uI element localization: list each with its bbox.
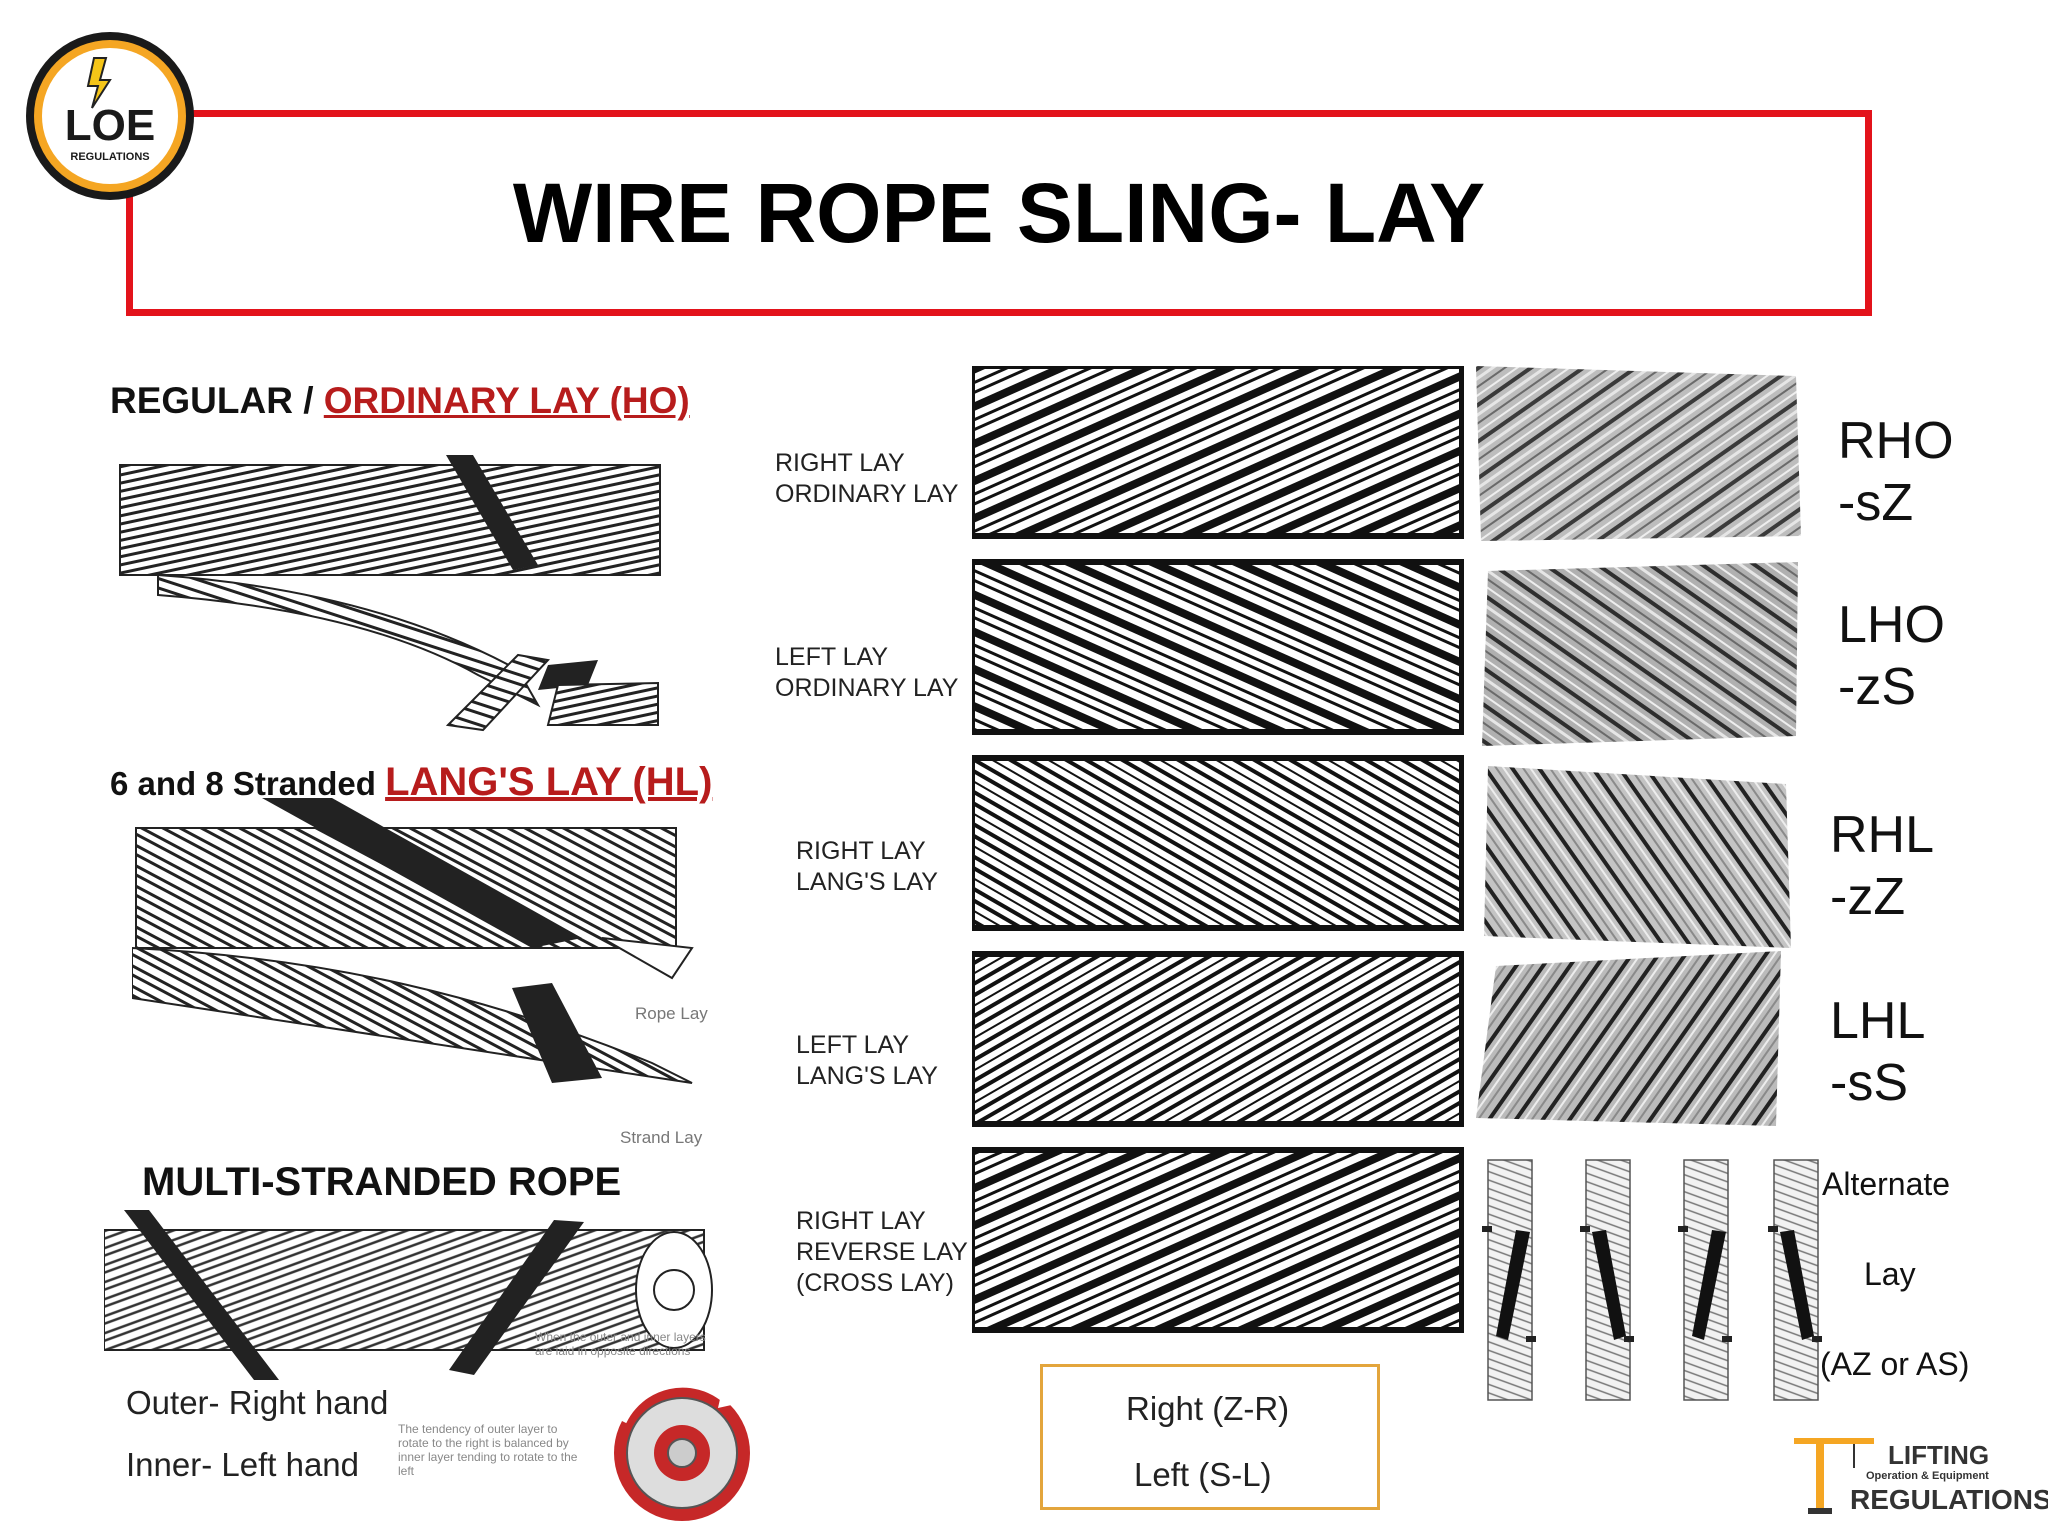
alternate-lay-sketches xyxy=(1478,1140,1828,1410)
multi-stranded-heading: MULTI-STRANDED ROPE xyxy=(142,1160,622,1204)
page-title: WIRE ROPE SLING- LAY xyxy=(512,166,1486,260)
ordinary-lay-prefix: REGULAR / xyxy=(110,380,324,421)
lay-label-cross: RIGHT LAY REVERSE LAY (CROSS LAY) xyxy=(796,1206,968,1299)
langs-lay-heading: 6 and 8 Stranded LANG'S LAY (HL) xyxy=(110,760,712,805)
footer-logo-line1: LIFTING xyxy=(1888,1440,1990,1470)
langs-lay-highlight: LANG'S LAY (HL) xyxy=(385,760,713,804)
lay-code-rho: RHO -sZ xyxy=(1838,410,1954,534)
logo-subtext: REGULATIONS xyxy=(70,151,149,163)
cross-section-icon xyxy=(604,1382,760,1524)
ordinary-lay-heading: REGULAR / ORDINARY LAY (HO) xyxy=(110,380,690,422)
strand-lay-caption: Strand Lay xyxy=(620,1128,703,1147)
lay-label-lhl-line1: LEFT LAY xyxy=(796,1031,910,1059)
lay-code-rhl-1: RHL xyxy=(1830,806,1935,864)
lay-label-rho-line1: RIGHT LAY xyxy=(775,449,905,477)
lay-code-rho-2: -sZ xyxy=(1838,474,1914,532)
lay-label-cross-line3: (CROSS LAY) xyxy=(796,1269,954,1297)
lay-label-cross-line1: RIGHT LAY xyxy=(796,1207,926,1235)
inner-hand-label: Inner- Left hand xyxy=(126,1446,359,1483)
lay-code-rho-1: RHO xyxy=(1838,412,1954,470)
multi-stranded-note: When the outer and inner layers are laid… xyxy=(535,1330,706,1358)
alternate-lay-line2: Lay xyxy=(1864,1256,1916,1292)
alternate-lay-line3: (AZ or AS) xyxy=(1820,1346,1970,1382)
footer-logo-line2: Operation & Equipment xyxy=(1866,1470,1989,1482)
ordinary-lay-illustration xyxy=(118,455,678,735)
lay-label-lhl: LEFT LAY LANG'S LAY xyxy=(796,1030,938,1092)
lay-label-cross-line2: REVERSE LAY xyxy=(796,1238,968,1266)
lay-label-rhl-line1: RIGHT LAY xyxy=(796,837,926,865)
lay-label-lho-line1: LEFT LAY xyxy=(775,643,889,671)
rope-photos-column xyxy=(1476,366,1806,1126)
lay-code-lho: LHO -zS xyxy=(1838,594,1945,718)
langs-lay-illustration xyxy=(132,798,772,1098)
lay-code-rhl: RHL -zZ xyxy=(1830,804,1934,928)
legend-left: Left (S-L) xyxy=(1134,1456,1272,1493)
lay-label-lhl-line2: LANG'S LAY xyxy=(796,1062,938,1090)
lay-code-rhl-2: -zZ xyxy=(1830,868,1906,926)
direction-legend xyxy=(1040,1364,1380,1510)
lay-label-rho: RIGHT LAY ORDINARY LAY xyxy=(775,448,958,510)
logo-text: LOE xyxy=(65,101,155,150)
legend-right: Right (Z-R) xyxy=(1126,1390,1290,1427)
rope-lay-caption: Rope Lay xyxy=(635,1004,708,1023)
lay-label-lho: LEFT LAY ORDINARY LAY xyxy=(775,642,958,704)
outer-hand-label: Outer- Right hand xyxy=(126,1384,389,1421)
lay-label-rhl: RIGHT LAY LANG'S LAY xyxy=(796,836,938,898)
lay-label-rho-line2: ORDINARY LAY xyxy=(775,480,959,508)
crane-icon xyxy=(1794,1438,1874,1514)
lay-code-lho-1: LHO xyxy=(1838,596,1945,654)
loe-logo: LOE REGULATIONS xyxy=(22,28,198,204)
title-frame xyxy=(126,110,1872,316)
langs-lay-prefix: 6 and 8 Stranded xyxy=(110,765,386,802)
lightning-icon xyxy=(86,57,112,109)
rotation-note: The tendency of outer layer to rotate to… xyxy=(398,1422,578,1478)
alternate-lay-line1: Alternate xyxy=(1822,1166,1951,1202)
lay-code-lhl: LHL -sS xyxy=(1830,990,1925,1114)
ordinary-lay-highlight: ORDINARY LAY (HO) xyxy=(323,380,690,421)
footer-logo-line3: REGULATIONS xyxy=(1850,1484,2048,1515)
lay-code-lhl-2: -sS xyxy=(1830,1054,1908,1112)
lifting-regulations-logo xyxy=(1794,1428,2024,1518)
lay-code-lho-2: -zS xyxy=(1838,658,1916,716)
multi-stranded-illustration xyxy=(104,1210,724,1380)
rope-drawings-column xyxy=(972,366,1464,1336)
lay-label-lho-line2: ORDINARY LAY xyxy=(775,674,959,702)
lay-label-rhl-line2: LANG'S LAY xyxy=(796,868,938,896)
lay-code-lhl-1: LHL xyxy=(1830,992,1926,1050)
